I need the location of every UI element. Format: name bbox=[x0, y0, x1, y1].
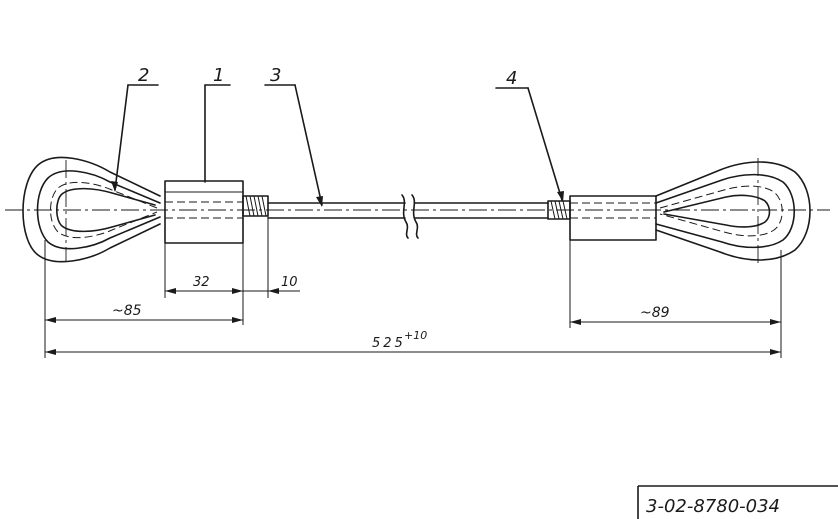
dimension-85-label: ~85 bbox=[112, 303, 142, 319]
dimension-89-label: ~89 bbox=[640, 305, 670, 321]
dimension-85 bbox=[45, 317, 243, 323]
dimension-32-label: 32 bbox=[193, 275, 210, 290]
callout-4-leader bbox=[495, 87, 564, 202]
left-sleeve bbox=[164, 180, 244, 244]
right-sleeve bbox=[569, 195, 657, 241]
dimension-overall bbox=[45, 349, 781, 355]
dimension-89 bbox=[570, 319, 781, 325]
dimension-overall-tolerance: +10 bbox=[404, 329, 427, 342]
left-thread bbox=[242, 195, 269, 217]
callout-3-leader bbox=[264, 84, 323, 207]
title-block bbox=[637, 485, 838, 519]
cable bbox=[267, 194, 549, 239]
drawing-number: 3-02-8780-034 bbox=[646, 496, 780, 517]
extension-lines bbox=[44, 216, 782, 358]
dimension-10-label: 10 bbox=[281, 275, 298, 290]
callout-4: 4 bbox=[506, 68, 517, 89]
dimension-32 bbox=[165, 288, 243, 294]
callout-2-leader bbox=[111, 84, 159, 192]
callout-1-leader bbox=[204, 84, 231, 183]
callout-2: 2 bbox=[138, 65, 149, 86]
dimension-overall-label: 525 bbox=[372, 336, 406, 351]
callout-3: 3 bbox=[270, 65, 281, 86]
callout-1: 1 bbox=[213, 65, 224, 86]
dimension-10 bbox=[243, 288, 300, 294]
right-thimble bbox=[655, 158, 811, 266]
left-thimble bbox=[22, 156, 161, 263]
